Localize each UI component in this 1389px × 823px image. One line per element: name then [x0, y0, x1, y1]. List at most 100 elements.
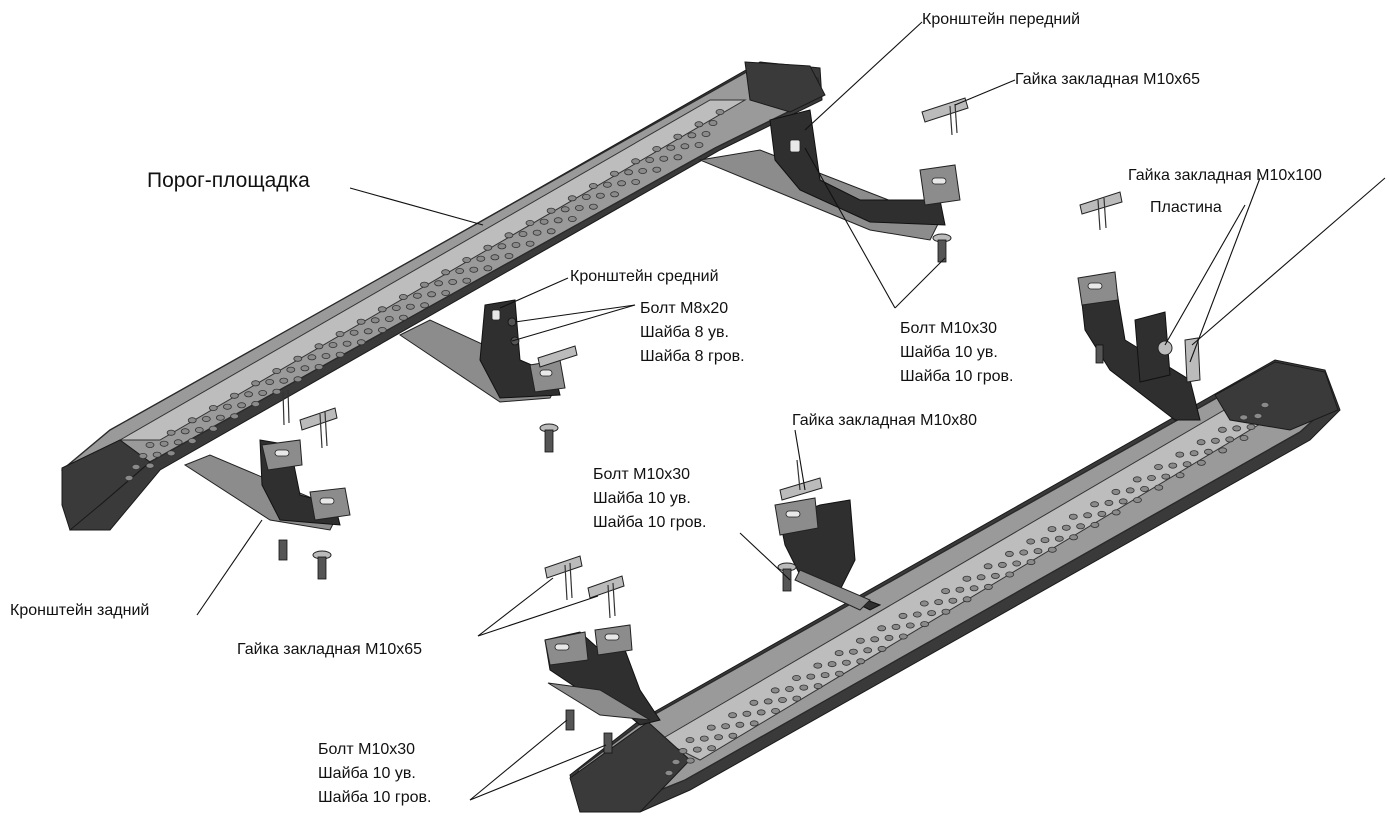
insert-nut-m10x80: [779, 459, 823, 501]
board-hole: [603, 181, 612, 188]
board-hole: [1218, 426, 1227, 433]
label-bolt-m10x30-bottom: Болт М10х30: [318, 741, 415, 758]
board-hole: [356, 339, 366, 346]
front-bracket-lower: [1077, 271, 1201, 421]
board-hole: [671, 759, 681, 766]
board-hole: [1005, 571, 1015, 578]
board-hole: [763, 698, 773, 705]
board-hole: [546, 207, 556, 214]
board-hole: [265, 378, 275, 385]
board-hole: [664, 770, 674, 777]
board-hole: [849, 648, 858, 655]
left-board-holes: [124, 109, 725, 481]
board-hole: [659, 155, 669, 162]
board-hole: [1211, 437, 1220, 444]
labels: Кронштейн передний Гайка закладная М10х6…: [10, 11, 1322, 806]
board-hole: [610, 191, 619, 198]
board-hole: [462, 277, 472, 284]
board-hole: [356, 318, 366, 325]
label-front-bracket: Кронштейн передний: [922, 11, 1080, 28]
board-hole: [1147, 474, 1156, 481]
board-hole: [617, 180, 626, 187]
board-hole: [229, 392, 239, 399]
label-washer-8-spring: Шайба 8 гров.: [640, 348, 745, 365]
board-hole: [706, 724, 716, 731]
board-hole: [728, 732, 738, 739]
board-hole: [1026, 538, 1036, 545]
board-hole: [1083, 512, 1092, 519]
board-hole: [427, 291, 437, 298]
board-hole: [955, 586, 965, 593]
board-hole: [145, 462, 155, 469]
board-hole: [201, 415, 211, 422]
middle-bracket-lower: [774, 497, 882, 611]
board-hole: [314, 363, 324, 370]
board-hole: [398, 293, 408, 300]
insert-nut-m10x65-upper-left: [282, 389, 338, 449]
board-hole: [699, 735, 709, 742]
board-hole: [898, 633, 908, 640]
board-hole: [877, 645, 887, 652]
board-hole: [694, 121, 704, 128]
board-hole: [483, 244, 493, 251]
label-washer-10-flat-top: Шайба 10 ув.: [900, 344, 998, 361]
board-hole: [532, 229, 542, 236]
board-hole: [856, 658, 866, 665]
board-hole: [1154, 484, 1164, 491]
board-hole: [1090, 521, 1100, 528]
board-hole: [1040, 537, 1050, 544]
label-plate: Пластина: [1150, 199, 1222, 216]
board-hole: [638, 167, 648, 174]
label-insert-nut-m10x80: Гайка закладная М10х80: [792, 412, 977, 429]
rear-bracket-lower: [544, 624, 661, 726]
board-hole: [1061, 524, 1071, 531]
board-hole: [335, 351, 345, 358]
board-hole: [419, 281, 429, 288]
board-hole: [596, 192, 605, 199]
label-step-board: Порог-площадка: [147, 169, 310, 192]
board-hole: [166, 450, 176, 457]
board-hole: [581, 193, 591, 200]
board-hole: [610, 170, 619, 177]
board-hole: [1132, 476, 1142, 483]
board-hole: [1204, 448, 1213, 455]
board-hole: [377, 326, 387, 333]
label-middle-bracket: Кронштейн средний: [570, 268, 719, 285]
board-hole: [1239, 414, 1249, 421]
right-step-board: [569, 359, 1341, 813]
label-insert-nut-m10x100: Гайка закладная М10х100: [1128, 167, 1322, 184]
board-hole: [680, 143, 690, 150]
board-hole: [1033, 548, 1043, 555]
board-hole: [920, 621, 929, 628]
right-board-holes: [664, 401, 1270, 777]
middle-bracket: [399, 299, 566, 403]
board-hole: [863, 647, 873, 654]
board-hole: [1175, 451, 1185, 458]
board-hole: [771, 708, 780, 715]
board-hole: [525, 240, 535, 247]
board-hole: [624, 169, 633, 176]
board-hole: [215, 414, 225, 421]
board-hole: [1196, 439, 1206, 446]
board-hole: [1068, 513, 1078, 520]
board-hole: [820, 672, 830, 679]
board-hole: [666, 144, 676, 151]
board-hole: [1232, 425, 1242, 432]
board-hole: [124, 474, 134, 481]
board-hole: [469, 266, 479, 273]
board-hole: [813, 683, 823, 690]
board-hole: [799, 684, 809, 691]
board-hole: [398, 314, 408, 321]
board-hole: [293, 376, 303, 383]
board-hole: [927, 610, 936, 617]
board-hole: [685, 757, 695, 764]
board-hole: [539, 218, 549, 225]
board-hole: [884, 634, 894, 641]
board-hole: [272, 388, 282, 395]
board-hole: [877, 625, 887, 632]
board-hole: [1140, 485, 1149, 492]
board-hole: [707, 745, 716, 752]
board-hole: [483, 265, 493, 272]
board-hole: [1019, 549, 1029, 556]
board-hole: [652, 145, 662, 152]
